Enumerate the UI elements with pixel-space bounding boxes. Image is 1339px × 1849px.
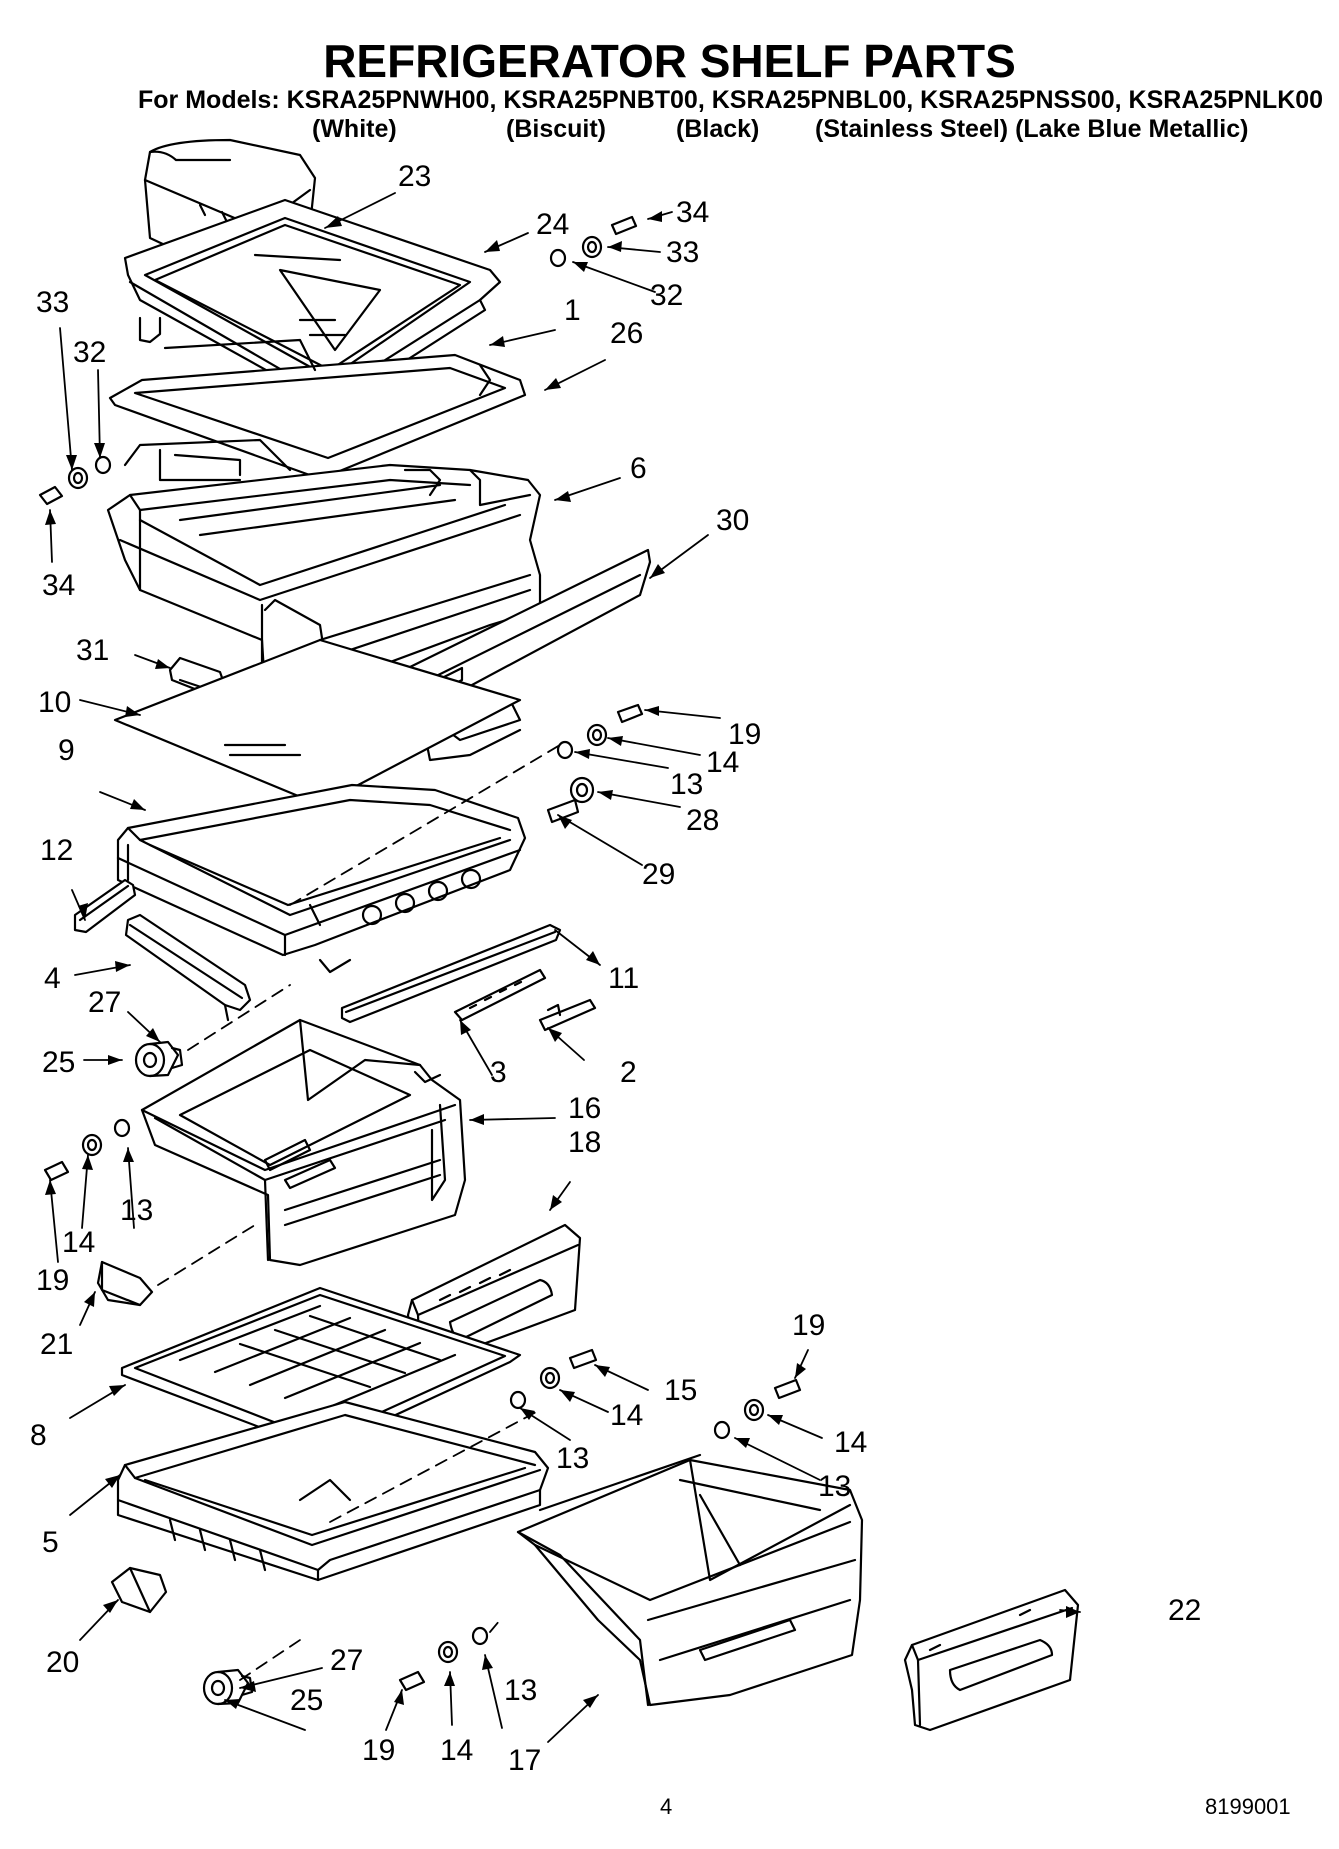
- callout-34: 34: [676, 196, 709, 229]
- callout-20: 20: [46, 1646, 79, 1679]
- callout-13-mid: 13: [556, 1442, 589, 1475]
- callout-34-left: 34: [42, 569, 75, 602]
- part-18-drawer-front: [406, 1223, 582, 1362]
- part-22-drawer-front: [903, 1588, 1080, 1732]
- part-3-bracket: [453, 968, 547, 1022]
- part-4-divider: [124, 913, 252, 1022]
- part-21-clip: [96, 1260, 154, 1307]
- part-6-crisper-frame: [106, 438, 542, 692]
- callout-numbers: 23 24 34 33 32 1 26 33 32 34 6 30 31 10 …: [30, 160, 1201, 1777]
- part-16-crisper-drawer: [140, 1018, 467, 1267]
- callout-14-bottom: 14: [440, 1734, 473, 1767]
- callout-19-right: 19: [792, 1309, 825, 1342]
- callout-19: 19: [728, 718, 761, 751]
- callout-2: 2: [620, 1056, 637, 1089]
- callout-1: 1: [564, 294, 581, 327]
- callout-16: 16: [568, 1092, 601, 1125]
- variant-stainless-lake-blue: (Stainless Steel) (Lake Blue Metallic): [815, 115, 1249, 143]
- callout-9: 9: [58, 734, 75, 767]
- callout-3: 3: [490, 1056, 507, 1089]
- callout-29: 29: [642, 858, 675, 891]
- part-10-glass-panel: [113, 638, 522, 807]
- callout-27: 27: [88, 986, 121, 1019]
- part-25-wheel: [134, 1040, 184, 1078]
- callout-22: 22: [1168, 1594, 1201, 1627]
- page-title: REFRIGERATOR SHELF PARTS: [323, 35, 1016, 87]
- callout-8: 8: [30, 1419, 47, 1452]
- callout-12: 12: [40, 834, 73, 867]
- part-12-rail: [73, 878, 137, 934]
- callout-33: 33: [666, 236, 699, 269]
- callout-24: 24: [536, 208, 569, 241]
- part-9-crisper-shelf: [116, 783, 527, 974]
- callout-27-lower: 27: [330, 1644, 363, 1677]
- callout-25-lower: 25: [290, 1684, 323, 1717]
- model-list: For Models: KSRA25PNWH00, KSRA25PNBT00, …: [138, 86, 1324, 114]
- callout-19-bottom: 19: [362, 1734, 395, 1767]
- callout-11: 11: [608, 962, 639, 995]
- callout-30: 30: [716, 504, 749, 537]
- callout-13-left: 13: [120, 1194, 153, 1227]
- callout-32-left: 32: [73, 336, 106, 369]
- callout-4: 4: [44, 962, 61, 995]
- callout-14: 14: [706, 746, 739, 779]
- part-26-shelf-frame: [108, 316, 527, 480]
- document-number: 8199001: [1205, 1794, 1291, 1819]
- hardware-bottom: [398, 1626, 489, 1692]
- hardware-lower-right: [713, 1378, 802, 1440]
- callout-6: 6: [630, 452, 647, 485]
- variant-black: (Black): [676, 115, 760, 143]
- callout-14-left: 14: [62, 1226, 95, 1259]
- part-17-drawer: [516, 1453, 864, 1707]
- part-8-glass-shelf: [120, 1286, 522, 1452]
- callout-10: 10: [38, 686, 71, 719]
- callout-5: 5: [42, 1526, 59, 1559]
- callout-21: 21: [40, 1328, 73, 1361]
- callout-13-right: 13: [818, 1470, 851, 1503]
- hardware-top-left: [38, 455, 112, 506]
- hardware-lower-mid: [509, 1348, 598, 1410]
- callout-26: 26: [610, 317, 643, 350]
- hardware-mid-left: [43, 1118, 131, 1182]
- callout-14-right: 14: [834, 1426, 867, 1459]
- callout-13: 13: [670, 768, 703, 801]
- callout-28: 28: [686, 804, 719, 837]
- callout-13-bottom: 13: [504, 1674, 537, 1707]
- part-25-wheel-lower: [202, 1668, 254, 1706]
- callout-15: 15: [664, 1374, 697, 1407]
- callout-33-left: 33: [36, 286, 69, 319]
- hardware-top-right: [549, 215, 638, 268]
- part-20-cap: [110, 1566, 168, 1614]
- page-number: 4: [660, 1794, 673, 1819]
- part-11-rail: [340, 923, 562, 1024]
- callout-14-mid: 14: [610, 1399, 643, 1432]
- callout-31: 31: [76, 634, 109, 667]
- part-5-shelf-frame: [116, 1400, 550, 1582]
- part-2-bracket: [538, 998, 597, 1032]
- callout-18: 18: [568, 1126, 601, 1159]
- variant-white: (White): [312, 115, 397, 143]
- callout-23: 23: [398, 160, 431, 193]
- hardware-mid-right: [546, 703, 644, 824]
- alignment-lines: [157, 744, 561, 1681]
- arrowheads: [45, 211, 1080, 1709]
- callout-32: 32: [650, 279, 683, 312]
- callout-19-left: 19: [36, 1264, 69, 1297]
- callout-17: 17: [508, 1744, 541, 1777]
- variant-biscuit: (Biscuit): [506, 115, 606, 143]
- callout-25: 25: [42, 1046, 75, 1079]
